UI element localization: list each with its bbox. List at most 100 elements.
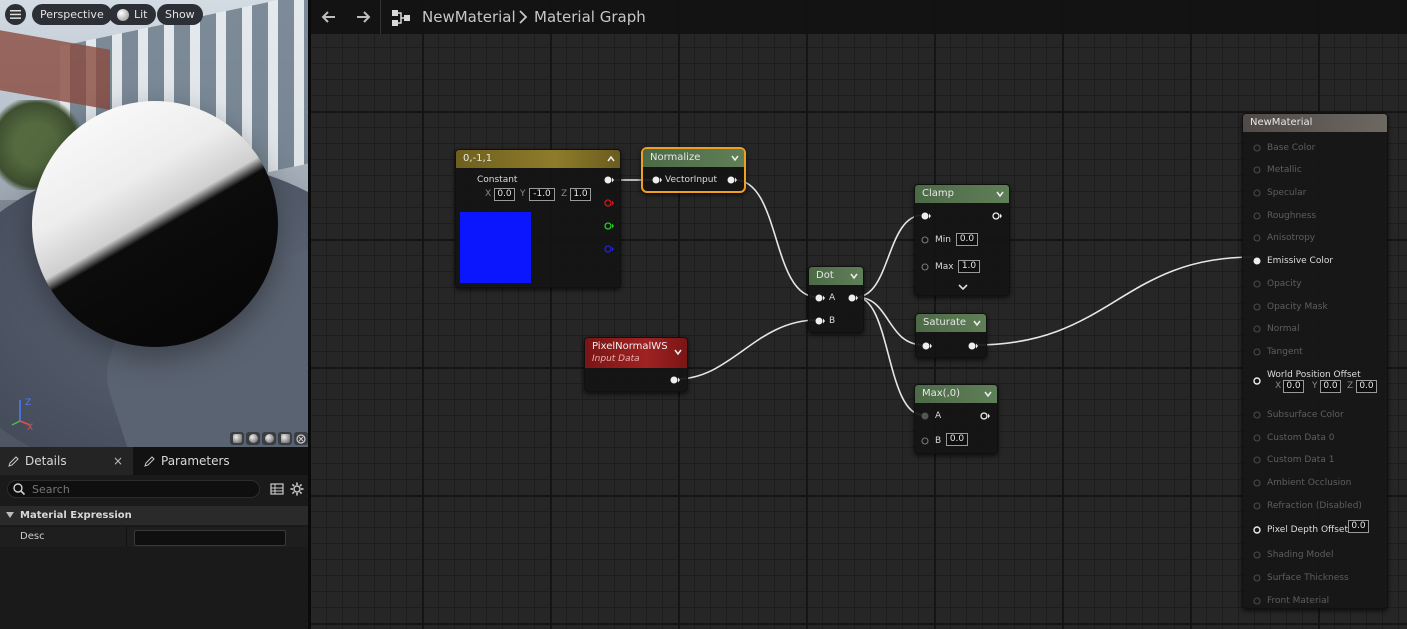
show-button[interactable]: Show: [157, 4, 203, 25]
output-pin[interactable]: [670, 376, 680, 384]
pixel-depth-offset-field[interactable]: 0.0: [1348, 520, 1369, 533]
back-arrow-icon[interactable]: [320, 8, 338, 26]
output-pin-b[interactable]: [604, 245, 614, 253]
output-pin[interactable]: [992, 212, 1002, 220]
result-input-pin[interactable]: [1253, 479, 1263, 487]
input-pin-vector[interactable]: [652, 176, 662, 184]
perspective-button[interactable]: Perspective: [32, 4, 112, 25]
result-input-pin[interactable]: [1253, 303, 1263, 311]
close-icon[interactable]: ×: [112, 454, 123, 468]
node-normalize[interactable]: Normalize VectorInput: [641, 147, 746, 193]
expand-chevron-icon[interactable]: [958, 283, 968, 291]
panel-splitter[interactable]: [308, 0, 311, 629]
wpo-x-field[interactable]: 0.0: [1283, 380, 1304, 393]
chevron-down-icon[interactable]: [674, 348, 682, 356]
cube-preview-button[interactable]: [278, 432, 292, 445]
tab-parameters[interactable]: Parameters: [142, 447, 230, 475]
breadcrumb-material[interactable]: NewMaterial: [422, 8, 516, 26]
preview-viewport[interactable]: Perspective Lit Show Z X: [0, 0, 308, 447]
result-input-pin[interactable]: [1253, 189, 1263, 197]
node-constant-vector[interactable]: 0,-1,1 Constant X 0.0 Y -1.0 Z 1.0: [455, 149, 621, 288]
result-input-pin[interactable]: [1253, 280, 1263, 288]
clamp-max-field[interactable]: 1.0: [958, 260, 980, 273]
axis-x-label: X: [27, 423, 33, 431]
result-input-pin[interactable]: [1253, 456, 1263, 464]
forward-arrow-icon[interactable]: [354, 8, 372, 26]
breadcrumb-graph[interactable]: Material Graph: [534, 8, 646, 26]
plane-icon: [264, 434, 274, 443]
cylinder-preview-button[interactable]: [230, 432, 244, 445]
output-pin-r[interactable]: [604, 199, 614, 207]
chevron-right-icon: [519, 10, 528, 24]
constant-x-field[interactable]: 0.0: [494, 188, 515, 201]
column-divider[interactable]: [126, 527, 127, 547]
chevron-down-icon[interactable]: [850, 272, 858, 280]
input-pin-b[interactable]: [921, 437, 931, 445]
viewport-menu-button[interactable]: [5, 4, 26, 25]
result-input-pin[interactable]: [1253, 325, 1263, 333]
result-pin-label: Refraction (Disabled): [1267, 501, 1362, 511]
wpo-z-label: Z: [1347, 381, 1354, 391]
node-max[interactable]: Max(,0) A B 0.0: [914, 384, 998, 454]
clamp-min-field[interactable]: 0.0: [956, 233, 978, 246]
wpo-z-field[interactable]: 0.0: [1356, 380, 1377, 393]
input-pin[interactable]: [921, 212, 931, 220]
output-pin-g[interactable]: [604, 222, 614, 230]
input-pin-b[interactable]: [815, 317, 825, 325]
min-label: Min: [935, 235, 951, 245]
desc-input[interactable]: [134, 530, 286, 546]
wpo-y-field[interactable]: 0.0: [1320, 380, 1341, 393]
result-input-pin[interactable]: [1253, 502, 1263, 510]
result-input-pin[interactable]: [1253, 234, 1263, 242]
output-pin[interactable]: [980, 412, 990, 420]
result-input-pin[interactable]: [1253, 574, 1263, 582]
result-input-pin[interactable]: [1253, 377, 1263, 385]
result-input-pin[interactable]: [1253, 348, 1263, 356]
input-pin[interactable]: [922, 342, 932, 350]
axis-gizmo-icon: Z X: [11, 398, 33, 431]
output-pin[interactable]: [727, 176, 737, 184]
node-title: Max(,0): [922, 388, 961, 399]
node-subtitle: Input Data: [592, 354, 640, 364]
constant-z-field[interactable]: 1.0: [570, 188, 591, 201]
sphere-preview-button[interactable]: [246, 432, 260, 445]
node-pixelnormalws[interactable]: PixelNormalWS Input Data: [584, 337, 688, 392]
z-axis-label: Z: [561, 189, 568, 199]
chevron-down-icon[interactable]: [731, 154, 739, 162]
input-pin-a[interactable]: [921, 412, 931, 420]
output-pin[interactable]: [848, 294, 858, 302]
plane-preview-button[interactable]: [262, 432, 276, 445]
chevron-down-icon[interactable]: [996, 190, 1004, 198]
result-input-pin[interactable]: [1253, 166, 1263, 174]
result-input-pin[interactable]: [1253, 597, 1263, 605]
lit-button[interactable]: Lit: [109, 4, 156, 25]
gear-icon[interactable]: [290, 482, 304, 496]
category-material-expression[interactable]: Material Expression: [0, 506, 308, 525]
max-b-field[interactable]: 0.0: [946, 433, 968, 446]
chevron-down-icon[interactable]: [973, 319, 981, 327]
search-input[interactable]: [32, 482, 252, 496]
material-graph-canvas[interactable]: NewMaterial Material Graph 0,-1,1 Consta…: [311, 0, 1407, 629]
collapse-chevron-icon[interactable]: [607, 155, 615, 163]
result-input-pin[interactable]: [1253, 144, 1263, 152]
result-input-pin[interactable]: [1253, 212, 1263, 220]
node-dot[interactable]: Dot A B: [808, 266, 864, 333]
result-input-pin[interactable]: [1253, 411, 1263, 419]
constant-y-field[interactable]: -1.0: [529, 188, 555, 201]
custom-mesh-preview-button[interactable]: [294, 432, 308, 445]
input-pin-min[interactable]: [921, 236, 931, 244]
result-input-pin[interactable]: [1253, 551, 1263, 559]
output-pin[interactable]: [968, 342, 978, 350]
input-pin-max[interactable]: [921, 263, 931, 271]
result-input-pin[interactable]: [1253, 257, 1263, 265]
result-input-pin[interactable]: [1253, 526, 1263, 534]
output-pin-rgb[interactable]: [604, 176, 614, 184]
tab-details[interactable]: Details ×: [0, 447, 133, 475]
result-input-pin[interactable]: [1253, 434, 1263, 442]
node-saturate[interactable]: Saturate: [915, 313, 987, 358]
chevron-down-icon[interactable]: [984, 390, 992, 398]
node-clamp[interactable]: Clamp Min 0.0 Max 1.0: [914, 184, 1010, 296]
table-view-icon[interactable]: [270, 482, 284, 496]
input-pin-a[interactable]: [815, 294, 825, 302]
